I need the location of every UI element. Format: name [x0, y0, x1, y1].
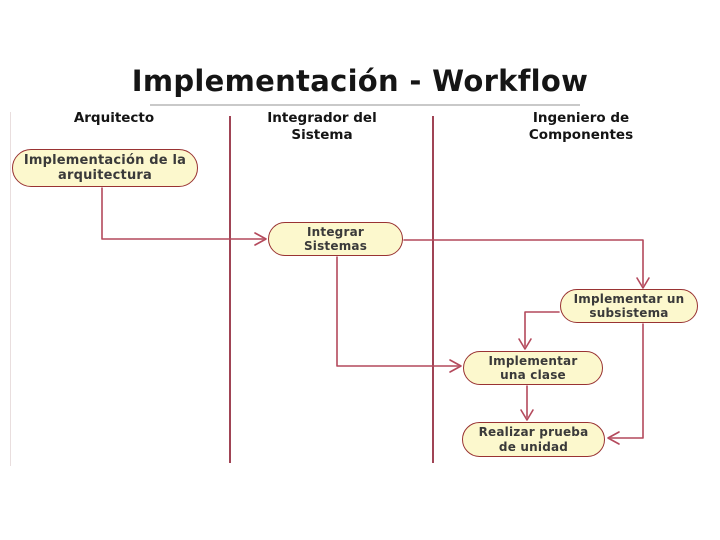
activity-label-line: una clase — [500, 368, 566, 382]
lane-header-line: Arquitecto — [73, 110, 155, 126]
lane-header-line: Componentes — [528, 126, 634, 143]
activity-node-implementar-clase: Implementar una clase — [463, 351, 603, 385]
activity-label-line: Implementar un — [573, 291, 685, 306]
activity-label-line: Sistemas — [303, 239, 368, 253]
activity-node-implementacion-arquitectura: Implementación de la arquitectura — [12, 149, 198, 187]
flow-arrow-a1-a2 — [101, 187, 267, 246]
flow-arrow-a2-a3 — [403, 239, 650, 289]
lane-header-line: Sistema — [291, 126, 353, 143]
activity-node-integrar-sistemas: Integrar Sistemas — [268, 222, 403, 256]
activity-label-line: Implementación de la — [23, 152, 187, 168]
flow-arrow-a4-a5 — [520, 385, 534, 421]
flow-arrow-a2-a4 — [336, 256, 462, 373]
activity-label-line: Realizar prueba — [478, 425, 589, 439]
title-underline — [150, 104, 580, 106]
swimlane-header-arquitecto: Arquitecto — [34, 110, 194, 127]
activity-label-line: Integrar — [306, 224, 364, 239]
activity-label-line: subsistema — [589, 306, 669, 320]
swimlane-divider — [432, 116, 434, 463]
activity-label-line: arquitectura — [58, 168, 152, 183]
page-title: Implementación - Workflow — [131, 64, 589, 98]
diagram-left-edge — [10, 112, 11, 466]
activity-label-line: Implementar — [488, 353, 578, 368]
activity-node-realizar-prueba-unidad: Realizar prueba de unidad — [462, 422, 605, 457]
swimlane-divider — [229, 116, 231, 463]
flow-arrow-a3-a5 — [607, 323, 644, 445]
swimlane-header-ingeniero: Ingeniero de Componentes — [501, 110, 661, 143]
activity-label-line: de unidad — [498, 439, 569, 454]
activity-node-implementar-subsistema: Implementar un subsistema — [560, 289, 698, 323]
lane-header-line: Ingeniero de — [532, 110, 630, 126]
swimlane-header-integrador: Integrador del Sistema — [242, 110, 402, 143]
flow-arrow-a3-a4 — [518, 311, 560, 350]
lane-header-line: Integrador del — [267, 110, 377, 126]
